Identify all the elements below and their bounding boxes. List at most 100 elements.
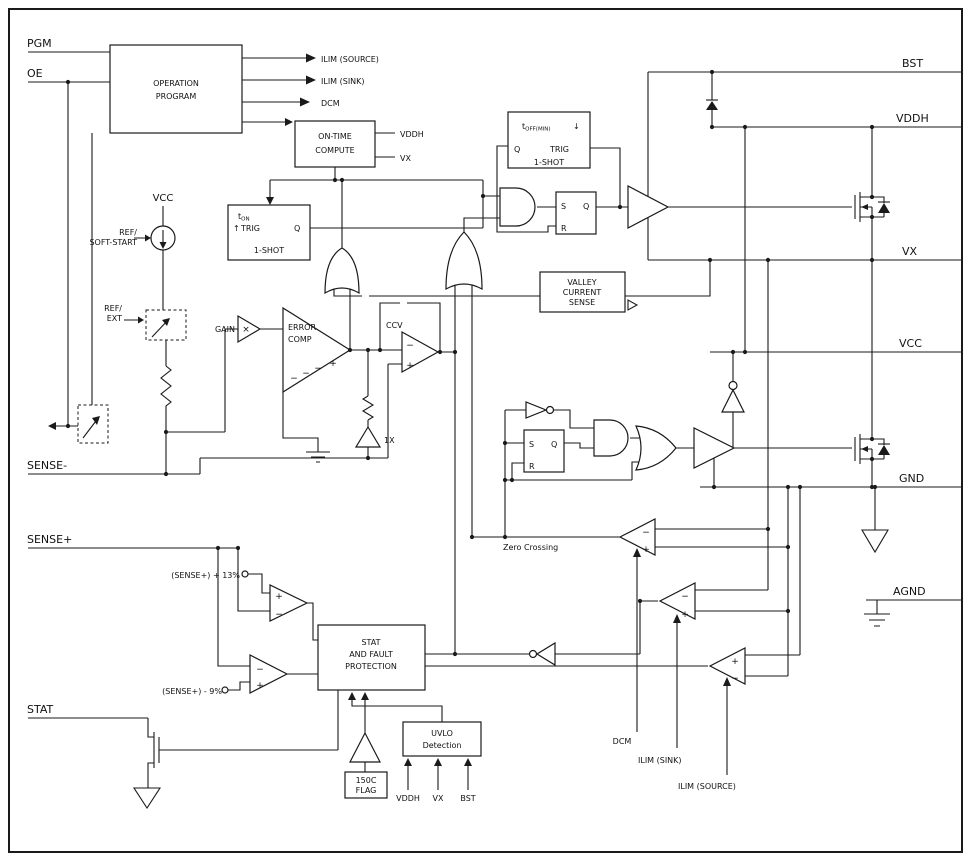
zc-plus: + bbox=[642, 545, 650, 555]
stat-fault-protection-block bbox=[317, 624, 426, 691]
threshold-terminal-13 bbox=[241, 570, 249, 578]
stat-ground bbox=[132, 787, 162, 810]
ref-ext-label: EXT bbox=[107, 314, 122, 323]
ton-sub: ON bbox=[241, 217, 249, 223]
zero-crossing-label: Zero Crossing bbox=[503, 543, 558, 552]
operation-program-block bbox=[109, 44, 243, 134]
error-comp-label: COMP bbox=[288, 335, 312, 344]
toff-q-label: Q bbox=[514, 145, 520, 154]
error-comp-minus: − bbox=[314, 364, 322, 374]
ton-title: tON bbox=[238, 212, 250, 223]
ccv-plus: + bbox=[406, 361, 414, 371]
pin-pgm: PGM bbox=[27, 37, 52, 50]
high-side-gate-driver bbox=[627, 185, 670, 229]
valley-sense-label: CURRENT bbox=[563, 288, 602, 297]
zc-minus: − bbox=[642, 528, 650, 538]
gain-label: GAIN bbox=[215, 325, 235, 334]
ton-one-shot-block bbox=[227, 204, 311, 261]
pin-bst: BST bbox=[902, 57, 923, 70]
wires-power-stage bbox=[425, 71, 961, 775]
pin-gnd: GND bbox=[899, 472, 924, 485]
zero-crossing-comparator bbox=[618, 518, 656, 556]
or-gate-low-driver bbox=[635, 425, 677, 471]
toff-trig-label: TRIG bbox=[549, 145, 569, 154]
switch-arrowhead bbox=[92, 416, 100, 425]
undervoltage-comparator-9 bbox=[249, 654, 289, 694]
earth-ground bbox=[306, 451, 330, 463]
operation-program-label: OPERATION bbox=[153, 79, 199, 88]
ton-q-label: Q bbox=[294, 224, 300, 233]
ccv-minus: − bbox=[406, 341, 414, 351]
agnd-ground bbox=[864, 613, 890, 627]
ref-soft-start-label: SOFT-START bbox=[89, 238, 137, 247]
ilim-sink-comparator bbox=[658, 582, 696, 620]
low-side-gate-driver bbox=[693, 427, 736, 469]
multiply-sign: × bbox=[242, 325, 250, 335]
sr-latch-high-side bbox=[555, 191, 597, 235]
stat-fault-label: PROTECTION bbox=[345, 662, 397, 671]
body-diode bbox=[878, 203, 890, 213]
or-gate-ton-trigger bbox=[324, 247, 360, 295]
uvlo-label: Detection bbox=[423, 741, 462, 750]
ton-trig-label: TRIG bbox=[240, 224, 260, 233]
bootstrap-switch bbox=[706, 99, 718, 110]
body-diode bbox=[878, 445, 890, 455]
pin-vcc-left: VCC bbox=[153, 193, 174, 204]
valley-sense-output-marker bbox=[627, 299, 639, 311]
ov-comp-plus: + bbox=[275, 592, 283, 602]
sr1-s: S bbox=[561, 202, 566, 211]
sr-latch-low-side bbox=[523, 429, 565, 473]
high-side-mosfet bbox=[854, 192, 890, 222]
pin-agnd: AGND bbox=[893, 585, 926, 598]
wires-analog-core bbox=[28, 206, 711, 654]
on-time-compute-label: COMPUTE bbox=[315, 146, 354, 155]
switch-arrowhead bbox=[162, 318, 170, 326]
sr2-r: R bbox=[529, 462, 535, 471]
sr2-s: S bbox=[529, 440, 534, 449]
inverter-bubble bbox=[728, 380, 738, 391]
thermal-flag-buffer bbox=[349, 731, 381, 763]
overvoltage-comparator-13 bbox=[269, 584, 309, 622]
stat-open-drain-mosfet bbox=[153, 732, 160, 768]
uvlo-in-vx-label: VX bbox=[433, 794, 444, 803]
error-comp-label: ERROR bbox=[288, 323, 316, 332]
error-comp-plus: + bbox=[329, 359, 337, 369]
toff-title: tOFF(MIN) bbox=[522, 122, 551, 133]
substrate-arrow bbox=[861, 204, 868, 210]
ilim-sink-bottom-label: ILIM (SINK) bbox=[638, 756, 682, 765]
ilim-source-top-label: ILIM (SOURCE) bbox=[321, 55, 379, 64]
resistor bbox=[160, 365, 172, 414]
toff-t: t bbox=[522, 122, 525, 131]
ccv-label: CCV bbox=[386, 321, 403, 330]
sense-minus-9-label: (SENSE+) - 9% bbox=[162, 687, 222, 696]
resistor bbox=[361, 395, 375, 421]
toff-sub: OFF(MIN) bbox=[525, 127, 550, 133]
ilim-source-bottom-label: ILIM (SOURCE) bbox=[678, 782, 736, 791]
pin-vcc-right: VCC bbox=[899, 337, 922, 350]
ton-t: t bbox=[238, 212, 241, 221]
low-side-mosfet bbox=[854, 434, 890, 464]
uvlo-detection-block bbox=[402, 721, 482, 757]
driver-supply-inverter bbox=[721, 388, 745, 413]
inverter-zc bbox=[525, 401, 548, 419]
and-gate-low-side bbox=[593, 419, 629, 457]
diagram-border bbox=[8, 8, 963, 853]
uv-comp-minus: − bbox=[256, 665, 264, 675]
ilim-sink-minus: − bbox=[681, 592, 689, 602]
ov-comp-minus: − bbox=[275, 610, 283, 620]
or-gate-pwm bbox=[445, 231, 483, 291]
gain-amplifier bbox=[237, 314, 262, 344]
wires-fault-section bbox=[28, 425, 469, 790]
pin-sense-plus: SENSE+ bbox=[27, 533, 72, 546]
on-time-compute-label: ON-TIME bbox=[318, 132, 352, 141]
substrate-arrow bbox=[861, 446, 868, 452]
ref-ext-switch-box bbox=[145, 309, 187, 341]
stat-fault-label: STAT bbox=[361, 638, 380, 647]
sr1-q: Q bbox=[583, 202, 589, 211]
flag-150c-label: 150C bbox=[356, 776, 377, 785]
chassis-ground bbox=[861, 529, 889, 554]
ccv-comparator bbox=[401, 330, 440, 374]
ilim-source-plus: + bbox=[731, 657, 739, 667]
